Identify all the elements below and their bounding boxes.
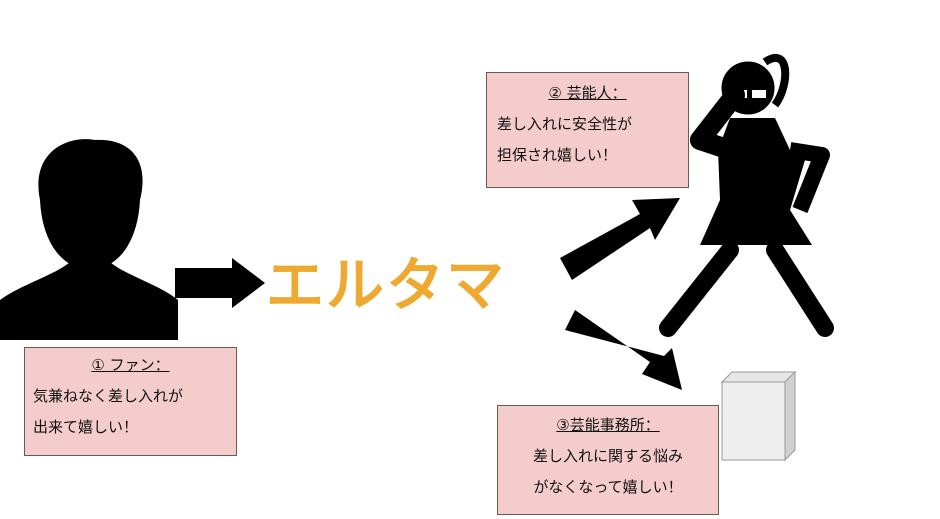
talent-silhouette-icon [659,54,834,337]
arrow-down-right-icon [565,310,682,390]
agency-title: ③芸能事務所： [556,416,660,434]
talent-title: ② 芸能人： [548,84,627,102]
agency-callout: ③芸能事務所： 差し入れに関する悩み がなくなって嬉しい！ [497,405,719,515]
arrow-up-right-icon [560,198,680,280]
fan-silhouette-icon [0,139,178,340]
arrow-right-icon [175,258,265,308]
talent-callout: ② 芸能人： 差し入れに安全性が 担保され嬉しい！ [486,72,689,188]
box-package-icon [720,370,797,462]
fan-line-1: 気兼ねなく差し入れが [33,387,184,405]
fan-title: ① ファン： [91,356,170,374]
talent-line-1: 差し入れに安全性が [497,115,633,133]
agency-line-1: 差し入れに関する悩み [532,447,683,465]
ertama-logo: エルタマ [266,251,507,319]
fan-line-2: 出来て嬉しい！ [33,418,139,436]
agency-line-2: がなくなって嬉しい！ [533,478,683,496]
talent-line-2: 担保され嬉しい！ [497,146,618,164]
fan-callout: ① ファン： 気兼ねなく差し入れが 出来て嬉しい！ [24,347,237,456]
